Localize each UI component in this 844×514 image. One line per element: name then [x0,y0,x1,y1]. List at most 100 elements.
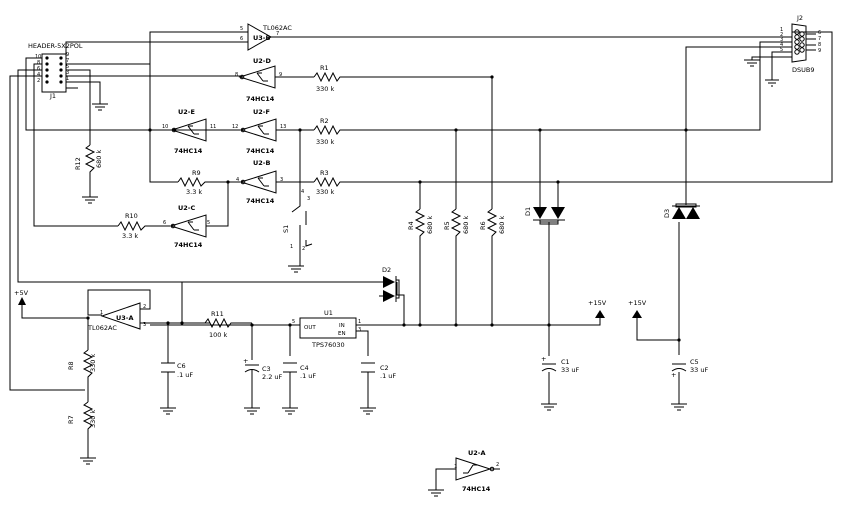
ground-icon [671,403,687,411]
j1-pin: 7 [66,58,69,64]
plus5-label: +5V [14,289,29,297]
r3-value-label: 330 k [316,188,334,196]
u3a-name-label: U3-A [116,314,134,322]
u2f-name-label: U2-F [253,108,270,116]
j1-name-label: J1 [49,92,56,100]
junction-dot [454,128,458,132]
u3b-type-label: TL062AC [262,24,292,32]
u2e-inverter: U2-E 74HC14 10 11 [162,108,216,155]
wire-plus15-right [636,312,680,355]
c1-value-label: 33 uF [561,366,579,374]
u2f-pin: 12 [232,124,238,130]
u2a-type-label: 74HC14 [462,485,491,493]
wire-j1-right-4 [66,81,101,104]
r11-name-label: R11 [211,310,224,318]
r7-value-label: 330 k [89,410,97,428]
j2-pin: 7 [818,36,821,42]
c3-name-label: C3 [262,365,271,373]
r6-name-label: R6 [479,221,487,230]
junction-dot [250,323,254,327]
u3b-pin: 5 [240,26,243,32]
j2-pin: 6 [818,30,821,36]
u1-regulator: U1 TPS76030 OUT IN EN 5 1 3 [292,309,361,349]
ground-icon [160,407,176,415]
r9-value-label: 3.3 k [186,188,202,196]
u2a-pin: 2 [496,462,499,468]
r3-resistor: R3 330 k [313,169,342,196]
r4-name-label: R4 [407,221,415,230]
r5-resistor: R5 680 k [443,208,470,242]
wire-j2-pin4 [771,51,792,80]
ground-icon [541,403,557,411]
wire-plus5 [21,305,88,319]
c5-name-label: C5 [690,358,699,366]
r1-value-label: 330 k [316,85,334,93]
junction-dot [684,128,688,132]
r2-name-label: R2 [320,117,329,125]
s1-pin: 2 [302,246,305,252]
wire-u3a-fb [87,289,151,316]
j1-pin: 9 [66,52,69,58]
ground-icon [282,407,298,415]
u2d-pin: 9 [279,72,282,78]
u2a-inverter: U2-A 74HC14 1 2 [454,449,499,493]
u2d-pin: 8 [235,72,238,78]
u2c-name-label: U2-C [178,204,195,212]
r10-resistor: R10 3.3 k [117,212,148,240]
plus15-rail-b: +15V [628,299,647,318]
r8-value-label: 330 k [89,354,97,372]
j2-name-label: J2 [796,14,803,22]
r1-name-label: R1 [320,64,329,72]
s1-pin: 4 [301,189,304,195]
r3-name-label: R3 [320,169,329,177]
u2a-name-label: U2-A [468,449,486,457]
junctions [86,75,688,342]
u1-pin: 5 [292,319,295,325]
junction-dot [490,75,494,79]
u3a-pin: 3 [143,322,146,328]
r1-resistor: R1 330 k [313,64,342,93]
j2-pin: 3 [780,37,783,43]
u2c-pin: 5 [207,220,210,226]
c5-capacitor: + C5 33 uF [671,358,708,379]
wire-j1-left-2 [33,63,118,227]
u2b-name-label: U2-B [253,159,270,167]
u2f-pin: 13 [280,124,286,130]
wire-u1-in-bus [356,312,601,326]
junction-dot [166,321,170,325]
u2d-name-label: U2-D [253,57,271,65]
j2-pin: 4 [780,42,783,48]
wire-d2-right [396,282,405,325]
wire-j1-left-3 [17,69,379,283]
wire-u2c-out [206,182,229,227]
u2b-inverter: U2-B 74HC14 4 3 [236,159,283,205]
u3b-pin: 7 [276,31,279,37]
u3b-pin: 6 [240,36,243,42]
c5-value-label: 33 uF [690,366,708,374]
u2c-type-label: 74HC14 [174,241,203,249]
svg-text:+: + [671,371,676,379]
junction-dot [677,338,681,342]
wire-u2a-in [435,468,456,490]
wire-r2-right [342,41,792,131]
wire-r1-right [342,76,493,209]
j1-type-label: HEADER-5X2POL [28,42,83,50]
wire-r9-left [149,130,178,183]
u1-pin: 1 [358,319,361,325]
c4-value-label: .1 uF [300,372,316,380]
u3a-pin: 1 [100,310,103,316]
j2-pin: 8 [818,42,821,48]
u2d-type-label: 74HC14 [246,95,275,103]
ground-icon [92,103,108,111]
r10-name-label: R10 [125,212,138,220]
ground-icon [428,489,444,497]
u2c-pin: 6 [163,220,166,226]
u1-en-label: EN [338,331,346,337]
r4-resistor: R4 680 k [407,208,434,242]
junction-dot [180,321,184,325]
j2-dsub9: J2 DSUB9 1 2 3 4 5 6 7 8 9 [780,14,821,74]
ground-icon [765,79,779,87]
u1-out-label: OUT [304,325,316,331]
r10-value-label: 3.3 k [122,232,138,240]
